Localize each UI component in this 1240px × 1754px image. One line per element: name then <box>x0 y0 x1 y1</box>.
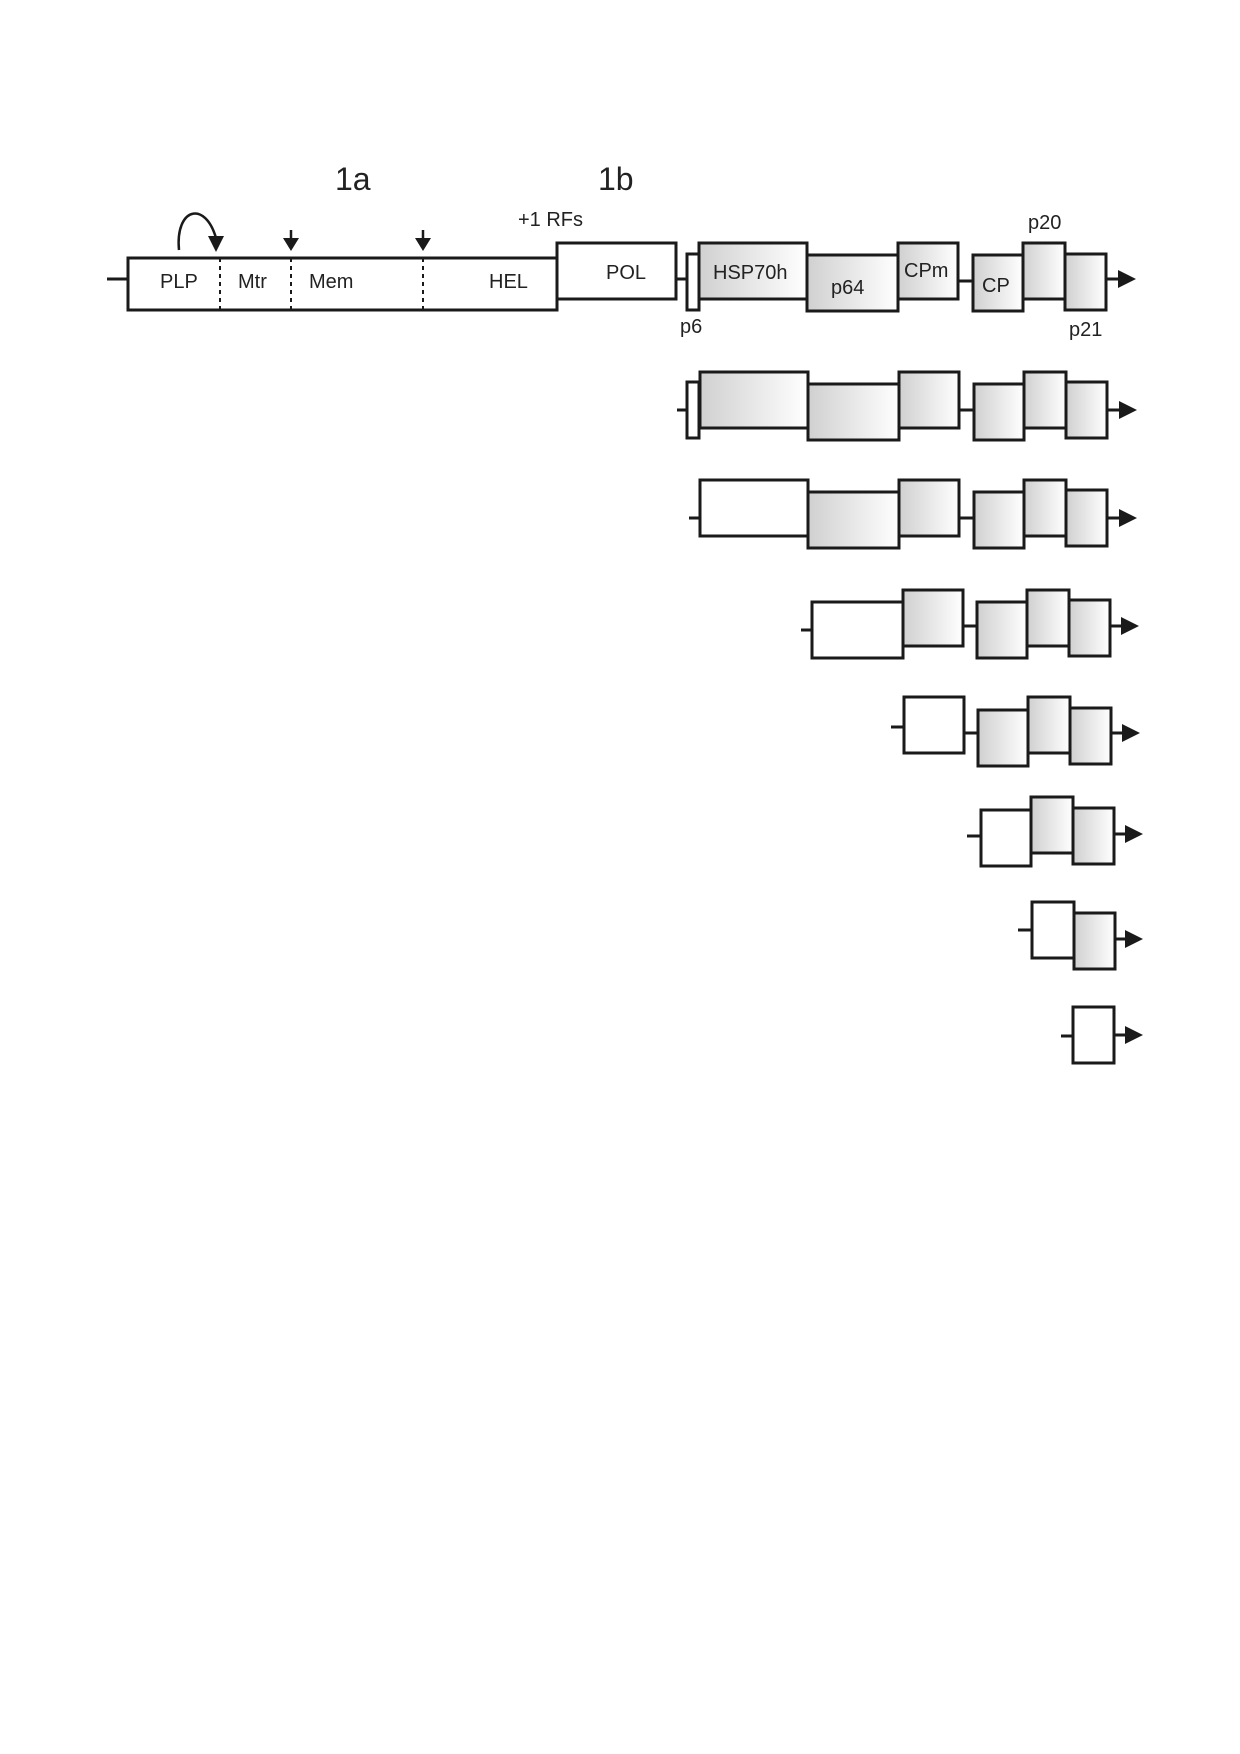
right-arrow-icon <box>1119 401 1137 419</box>
subgenomic-rna-row <box>1061 1005 1143 1065</box>
subgenomic-rna-row <box>891 695 1140 768</box>
orf-1a-box <box>126 256 559 312</box>
p6-label: p6 <box>680 316 702 338</box>
hsp70h-label: HSP70h <box>713 262 788 284</box>
subgenomic-rna-row <box>677 370 1137 442</box>
cpm-label: CPm <box>904 260 948 282</box>
orf-1a-label: 1a <box>335 161 371 197</box>
orf-1b-label: 1b <box>598 161 634 197</box>
p20-label: p20 <box>1028 212 1061 234</box>
subgenomic-rna-row <box>967 795 1143 868</box>
subgenomic-rna-row <box>689 478 1137 550</box>
cp-box <box>971 253 1025 313</box>
subgenomic-rna-row <box>801 588 1139 660</box>
down-arrow-icon <box>415 230 431 251</box>
mtr-domain-label: Mtr <box>238 271 267 293</box>
p21-label: p21 <box>1069 319 1102 341</box>
p6-box <box>685 252 701 312</box>
right-arrow-icon <box>1121 617 1139 635</box>
right-arrow-icon <box>1125 930 1143 948</box>
p64-label: p64 <box>831 277 864 299</box>
curved-arrow-icon <box>177 212 224 252</box>
down-arrow-icon <box>283 230 299 251</box>
cp-label: CP <box>982 275 1010 297</box>
p20-box <box>1021 241 1067 301</box>
pol-box <box>555 241 678 301</box>
mem-domain-label: Mem <box>309 271 353 293</box>
right-arrow-icon <box>1119 509 1137 527</box>
plp-domain-label: PLP <box>160 271 198 293</box>
cpm-box <box>896 241 960 301</box>
right-arrow-icon <box>1122 724 1140 742</box>
frameshift-label: +1 RFs <box>518 209 583 231</box>
genomic-rna-map: PLP Mtr Mem HEL POL p6 HSP70h p64 CPm CP… <box>107 212 1136 341</box>
right-arrow-icon <box>1118 270 1136 288</box>
p64-box <box>805 253 900 313</box>
subgenomic-rna-row <box>1018 900 1143 971</box>
hel-domain-label: HEL <box>489 271 528 293</box>
hsp70h-box <box>697 241 809 301</box>
pol-label: POL <box>606 262 646 284</box>
p21-box <box>1063 252 1108 312</box>
right-arrow-icon <box>1125 825 1143 843</box>
right-arrow-icon <box>1125 1026 1143 1044</box>
